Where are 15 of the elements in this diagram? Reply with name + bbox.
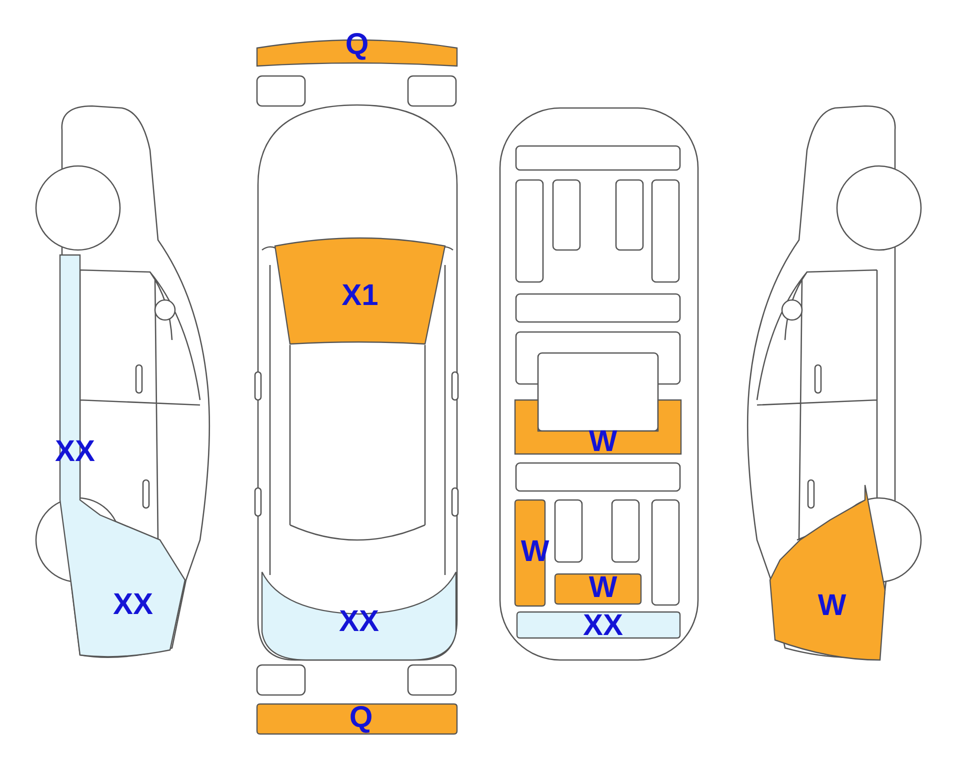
- area-code: W: [818, 591, 846, 621]
- damage-area: [555, 574, 641, 604]
- damage-area: [768, 484, 888, 662]
- area-code: XX: [338, 607, 380, 637]
- damage-area: [515, 398, 681, 454]
- damage-area: [517, 612, 680, 638]
- damage-area: [275, 238, 445, 346]
- area-code: XX: [112, 590, 154, 620]
- area-code: W: [588, 427, 618, 457]
- area-code: W: [588, 573, 618, 603]
- damage-area: [257, 704, 457, 734]
- area-code: Q: [349, 703, 373, 733]
- area-code: XX: [582, 611, 624, 641]
- damage-area: [262, 572, 456, 662]
- area-code: X1: [342, 281, 378, 311]
